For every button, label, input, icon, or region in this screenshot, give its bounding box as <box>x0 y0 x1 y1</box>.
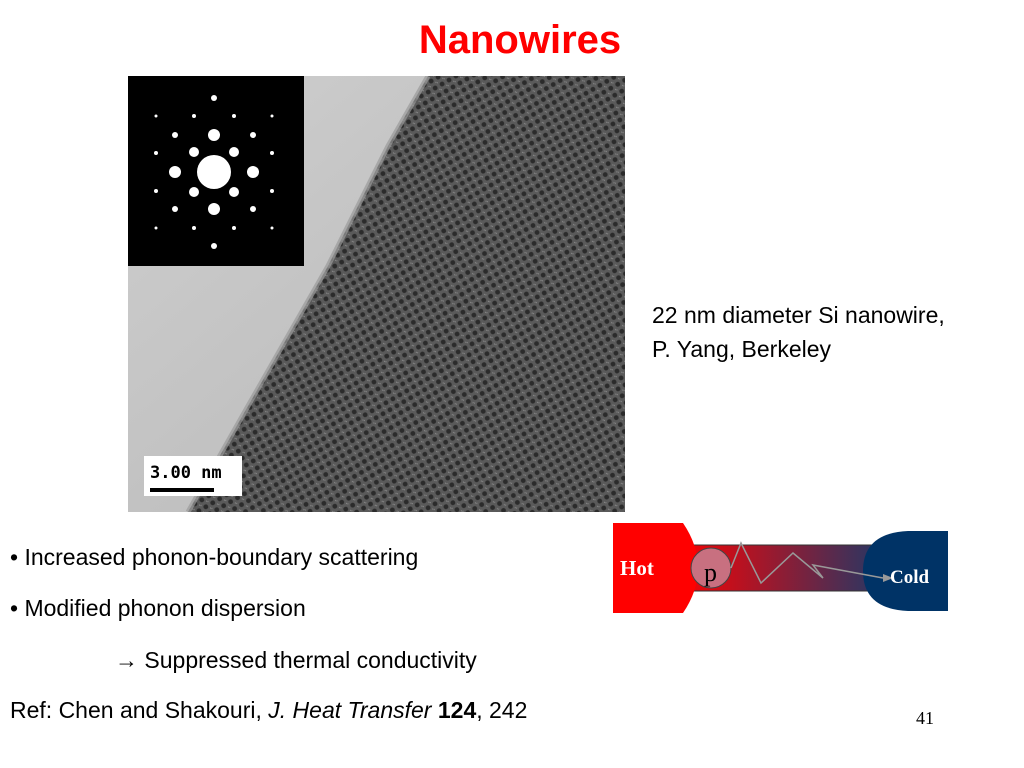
lattice-region <box>188 76 625 512</box>
image-caption: 22 nm diameter Si nanowire, P. Yang, Ber… <box>652 298 945 366</box>
scattering-path <box>730 541 884 585</box>
reference-volume: 124 <box>437 697 477 723</box>
reference: Ref: Chen and Shakouri, J. Heat Transfer… <box>10 697 527 724</box>
caption-line-1: 22 nm diameter Si nanowire, <box>652 302 945 328</box>
cold-reservoir <box>863 531 948 611</box>
phonon-diagram: Hot Cold p <box>613 523 948 613</box>
caption-line-2: P. Yang, Berkeley <box>652 336 832 362</box>
hot-label: Hot <box>620 556 654 580</box>
tem-micrograph: 3.00 nm <box>128 76 625 512</box>
scale-bar: 3.00 nm <box>144 456 242 496</box>
page-number: 41 <box>916 708 934 728</box>
result-line: → Suppressed thermal conductivity <box>115 647 477 673</box>
slide-title: Nanowires <box>418 18 622 62</box>
scale-bar-label: 3.00 nm <box>150 463 222 483</box>
hot-reservoir <box>613 523 698 613</box>
reference-pages: , 242 <box>476 697 528 723</box>
particle-label: p <box>704 558 717 587</box>
cold-label: Cold <box>890 567 930 588</box>
reference-journal: J. Heat Transfer <box>268 697 432 723</box>
bullet-item: • Increased phonon-boundary scattering <box>10 544 419 570</box>
reference-prefix: Ref: Chen and Shakouri, <box>10 697 269 723</box>
bullet-item: • Modified phonon dispersion <box>10 595 306 621</box>
diffraction-inset <box>128 76 304 266</box>
